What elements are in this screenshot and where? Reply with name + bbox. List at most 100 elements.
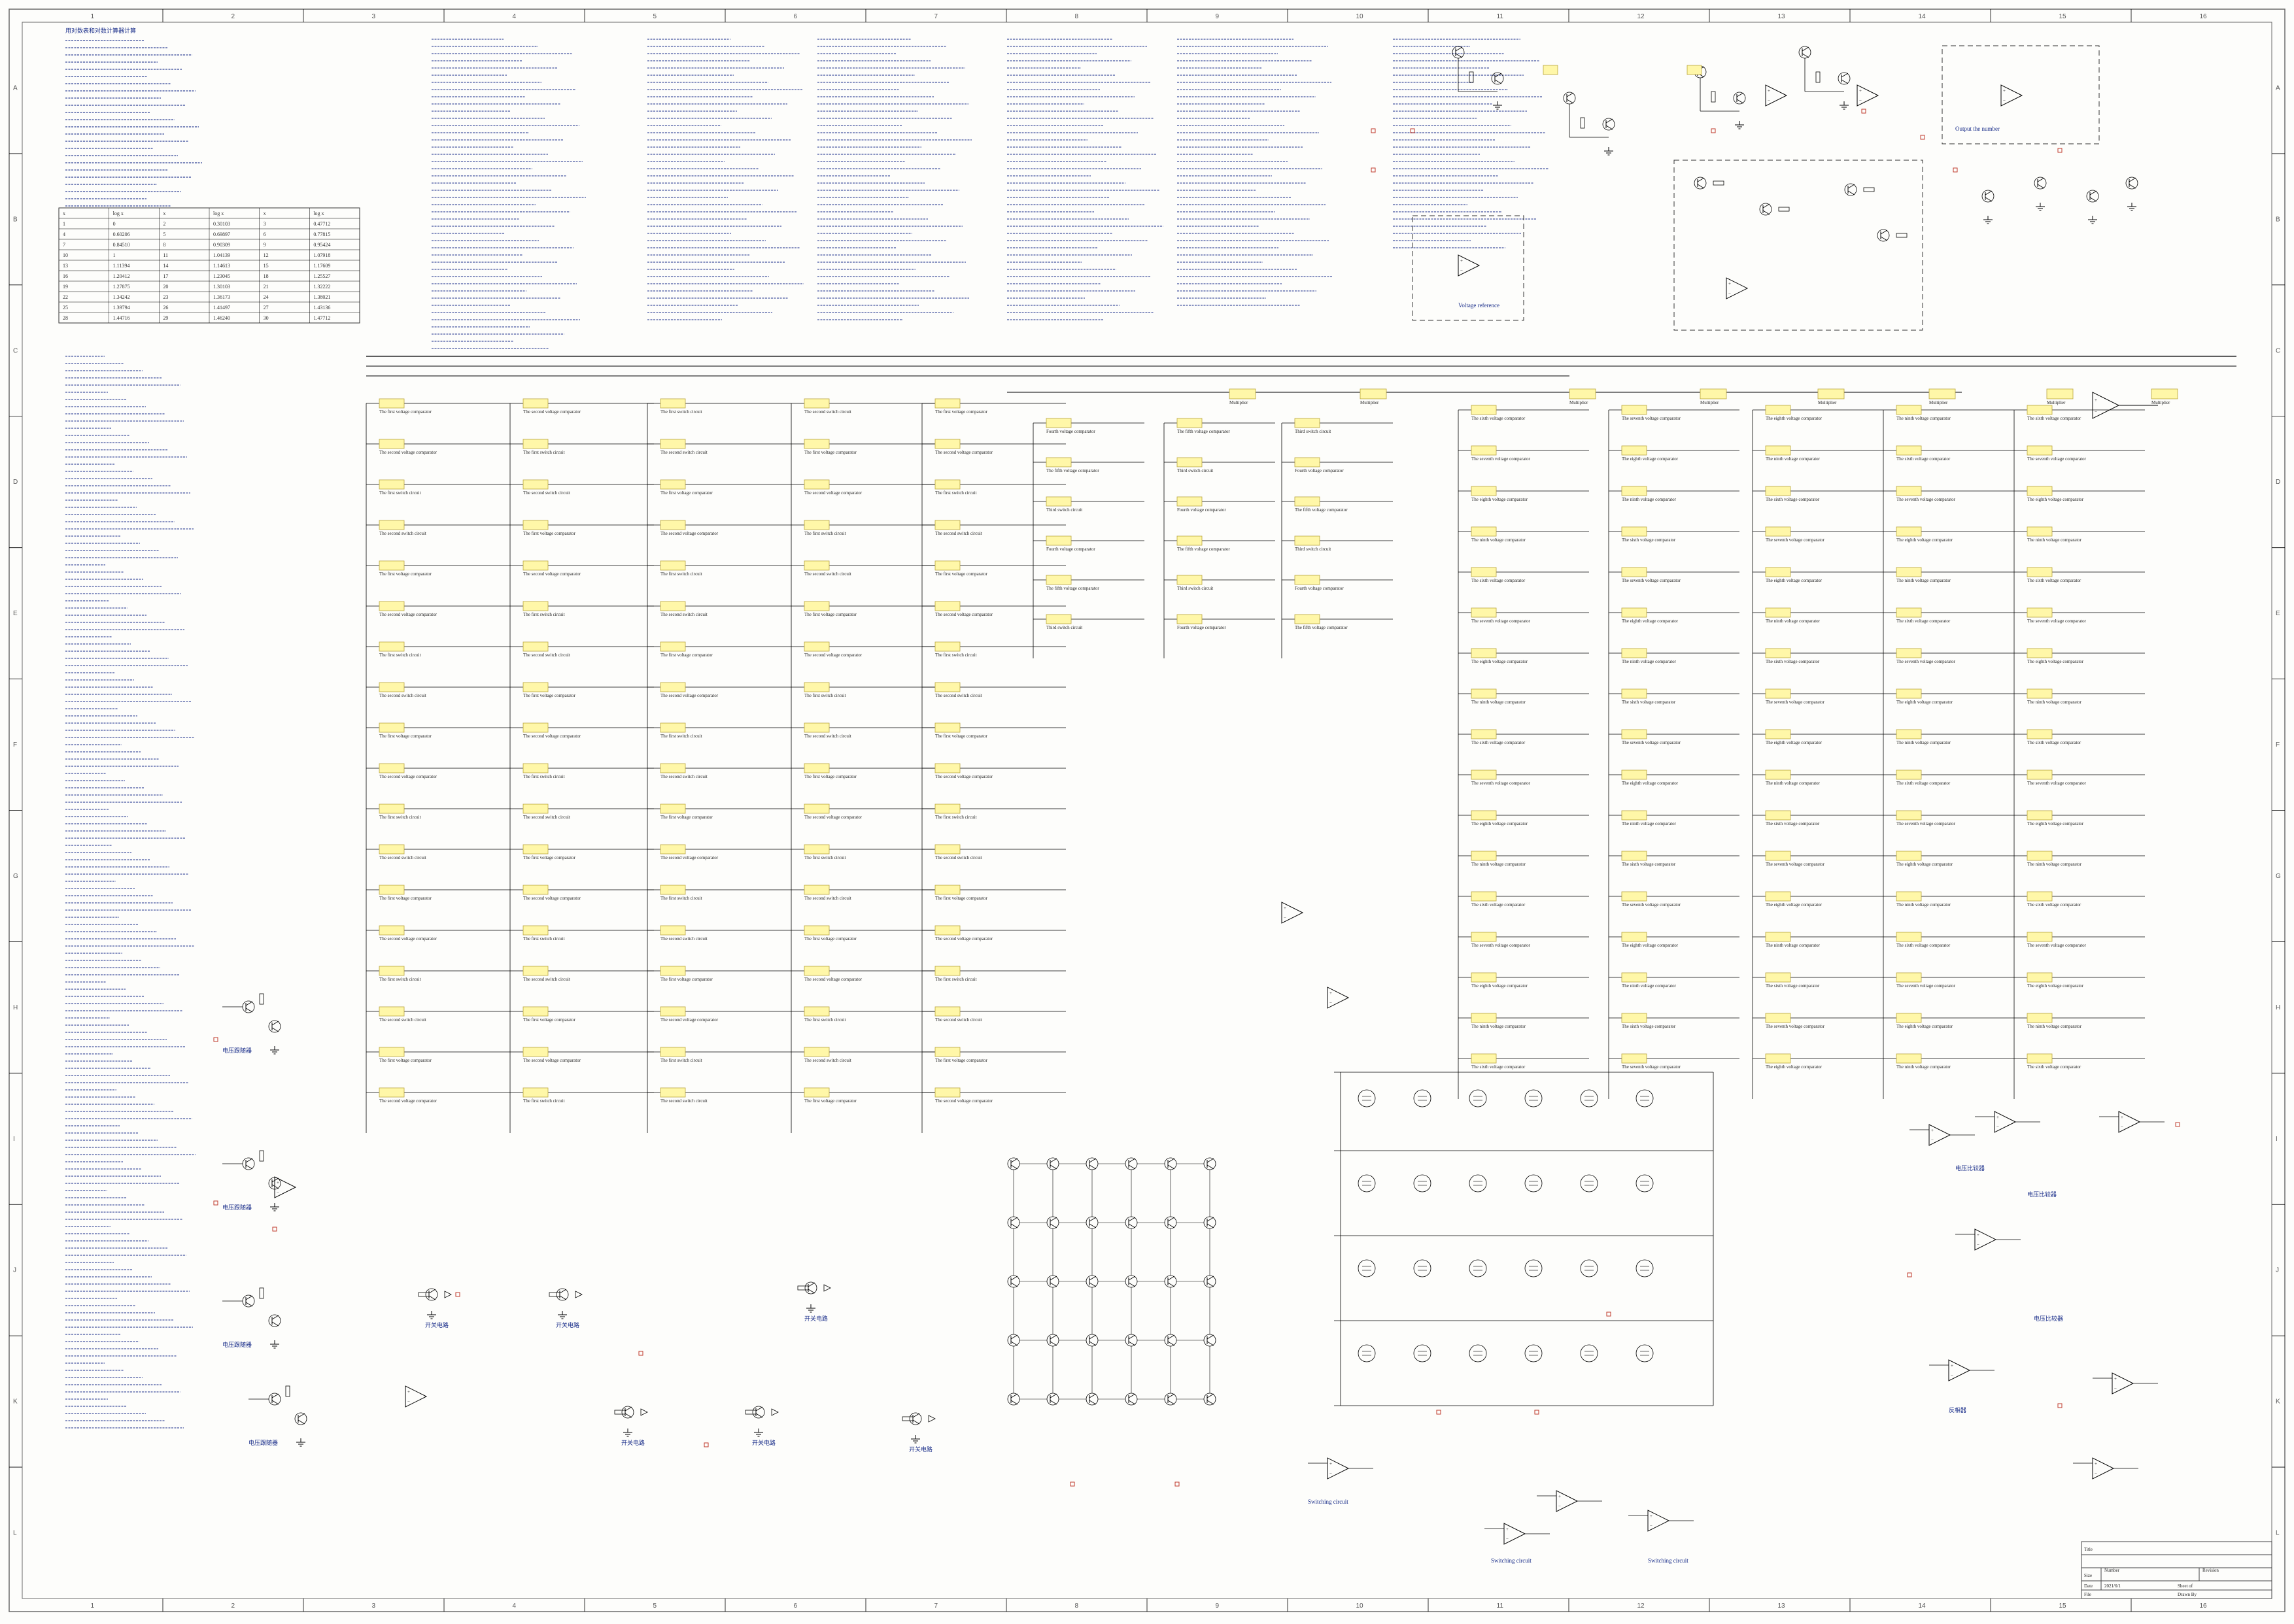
component-block	[660, 804, 686, 814]
component-block	[1294, 575, 1320, 585]
table-cell: 22	[63, 294, 68, 300]
component-block	[1471, 1053, 1497, 1064]
wire	[1207, 1341, 1214, 1346]
component-block	[1896, 972, 1922, 983]
tube-symbol	[1524, 1089, 1543, 1108]
table-cell: 23	[163, 294, 168, 300]
op-amp-plus: +	[1728, 281, 1731, 286]
component-block	[1046, 418, 1072, 428]
wire	[1089, 1276, 1097, 1281]
op-amp-symbol	[1928, 1124, 1951, 1146]
column-label: 7	[934, 1602, 938, 1610]
component-block	[804, 925, 830, 936]
component-block	[2027, 567, 2053, 577]
component-block	[1765, 770, 1791, 780]
block-label: The first switch circuit	[660, 409, 702, 414]
switching-circuit-label: 开关电路	[621, 1439, 645, 1446]
component-block	[934, 885, 961, 895]
wire	[2037, 177, 2045, 182]
block-label: The first switch circuit	[804, 693, 846, 698]
component-block	[522, 925, 549, 936]
block-label: The second voltage comparator	[379, 612, 437, 617]
block-label: Fourth voltage comparator	[1295, 468, 1344, 473]
block-label: The ninth voltage comparator	[1896, 578, 1951, 583]
component-block	[1176, 457, 1203, 467]
wire	[1128, 1282, 1136, 1287]
column-label: 6	[794, 13, 798, 20]
wire	[245, 1158, 253, 1163]
component-block	[1471, 526, 1497, 537]
column-label: 9	[1216, 1602, 1220, 1610]
component-block	[804, 398, 830, 409]
block-label: The second voltage comparator	[804, 815, 863, 820]
component-block	[1621, 607, 1647, 618]
block-label: The second switch circuit	[523, 815, 570, 820]
power-port-marker	[1436, 1410, 1441, 1415]
transistor-symbol	[1759, 203, 1772, 216]
wire	[1089, 1341, 1097, 1346]
component-block	[660, 1087, 686, 1098]
component-block	[522, 641, 549, 652]
component-block	[379, 722, 405, 733]
transistor-symbol	[1838, 72, 1851, 85]
block-label: The sixth voltage comparator	[1766, 659, 1820, 664]
component-block	[2027, 729, 2053, 739]
block-label: The ninth voltage comparator	[1622, 659, 1677, 664]
row-label: L	[2276, 1530, 2280, 1537]
main-wires	[366, 356, 2236, 1133]
block-label: The ninth voltage comparator	[1622, 497, 1677, 502]
table-cell: 9	[264, 242, 266, 248]
bottom-circuits: 电压跟随器电压跟随器电压跟随器电压跟随器+−+−+−+−开关电路开关电路开关电路…	[213, 902, 2180, 1564]
wire	[1985, 190, 1993, 195]
component-block	[1765, 526, 1791, 537]
op-amp-symbol	[2112, 1372, 2134, 1395]
component-block	[804, 966, 830, 976]
number-label: Number	[2104, 1568, 2120, 1573]
tube-symbol	[1580, 1089, 1598, 1108]
tube-symbol	[1358, 1174, 1376, 1193]
op-amp-minus: −	[1951, 1373, 1953, 1378]
table-cell: 1.34242	[113, 294, 130, 300]
component-block	[660, 641, 686, 652]
wire	[1010, 1158, 1018, 1163]
wire	[1128, 1334, 1136, 1340]
block-label: The seventh voltage comparator	[1622, 1064, 1681, 1070]
column-label: 13	[1778, 1602, 1786, 1610]
row-label: F	[13, 741, 17, 749]
component-block	[2027, 405, 2053, 415]
block-label: The ninth voltage comparator	[1766, 781, 1821, 786]
notes-title: 用对数表和对数计算器计算	[65, 27, 136, 34]
op-amp-plus: +	[1996, 1115, 1999, 1120]
block-label: The ninth voltage comparator	[1622, 821, 1677, 826]
op-amp-plus: +	[2114, 1376, 2117, 1381]
tube-symbol	[1524, 1259, 1543, 1277]
block-label: The ninth voltage comparator	[1766, 618, 1821, 624]
row-label: H	[2276, 1004, 2280, 1011]
diode-symbol	[771, 1408, 779, 1416]
block-label: The eighth voltage comparator	[2027, 497, 2084, 502]
component-block	[1471, 729, 1497, 739]
block-label: The sixth voltage comparator	[2027, 1064, 2081, 1070]
block-label: The seventh voltage comparator	[1766, 537, 1825, 543]
op-amp-plus: +	[1650, 1514, 1652, 1519]
component-block	[522, 682, 549, 692]
op-amp-symbol	[1765, 84, 1788, 107]
op-amp-minus: −	[1329, 1471, 1332, 1476]
component-block	[2027, 607, 2053, 618]
resistor-symbol	[1815, 71, 1821, 83]
component-block	[522, 601, 549, 611]
table-cell: 1.30103	[213, 284, 230, 290]
tube-symbol	[1580, 1344, 1598, 1362]
date-label: Date	[2084, 1583, 2093, 1589]
wire	[1128, 1276, 1136, 1281]
column-label: 13	[1778, 13, 1786, 20]
column-label: 5	[653, 1602, 657, 1610]
resistor-symbol	[797, 1285, 809, 1291]
column-label: 12	[1637, 1602, 1645, 1610]
tube-symbol	[1469, 1259, 1487, 1277]
power-port-marker	[2057, 148, 2063, 153]
wire	[2089, 190, 2097, 195]
wire	[1050, 1223, 1057, 1228]
component-block	[1471, 486, 1497, 496]
block-label: The fifth voltage comparator	[1046, 468, 1099, 473]
